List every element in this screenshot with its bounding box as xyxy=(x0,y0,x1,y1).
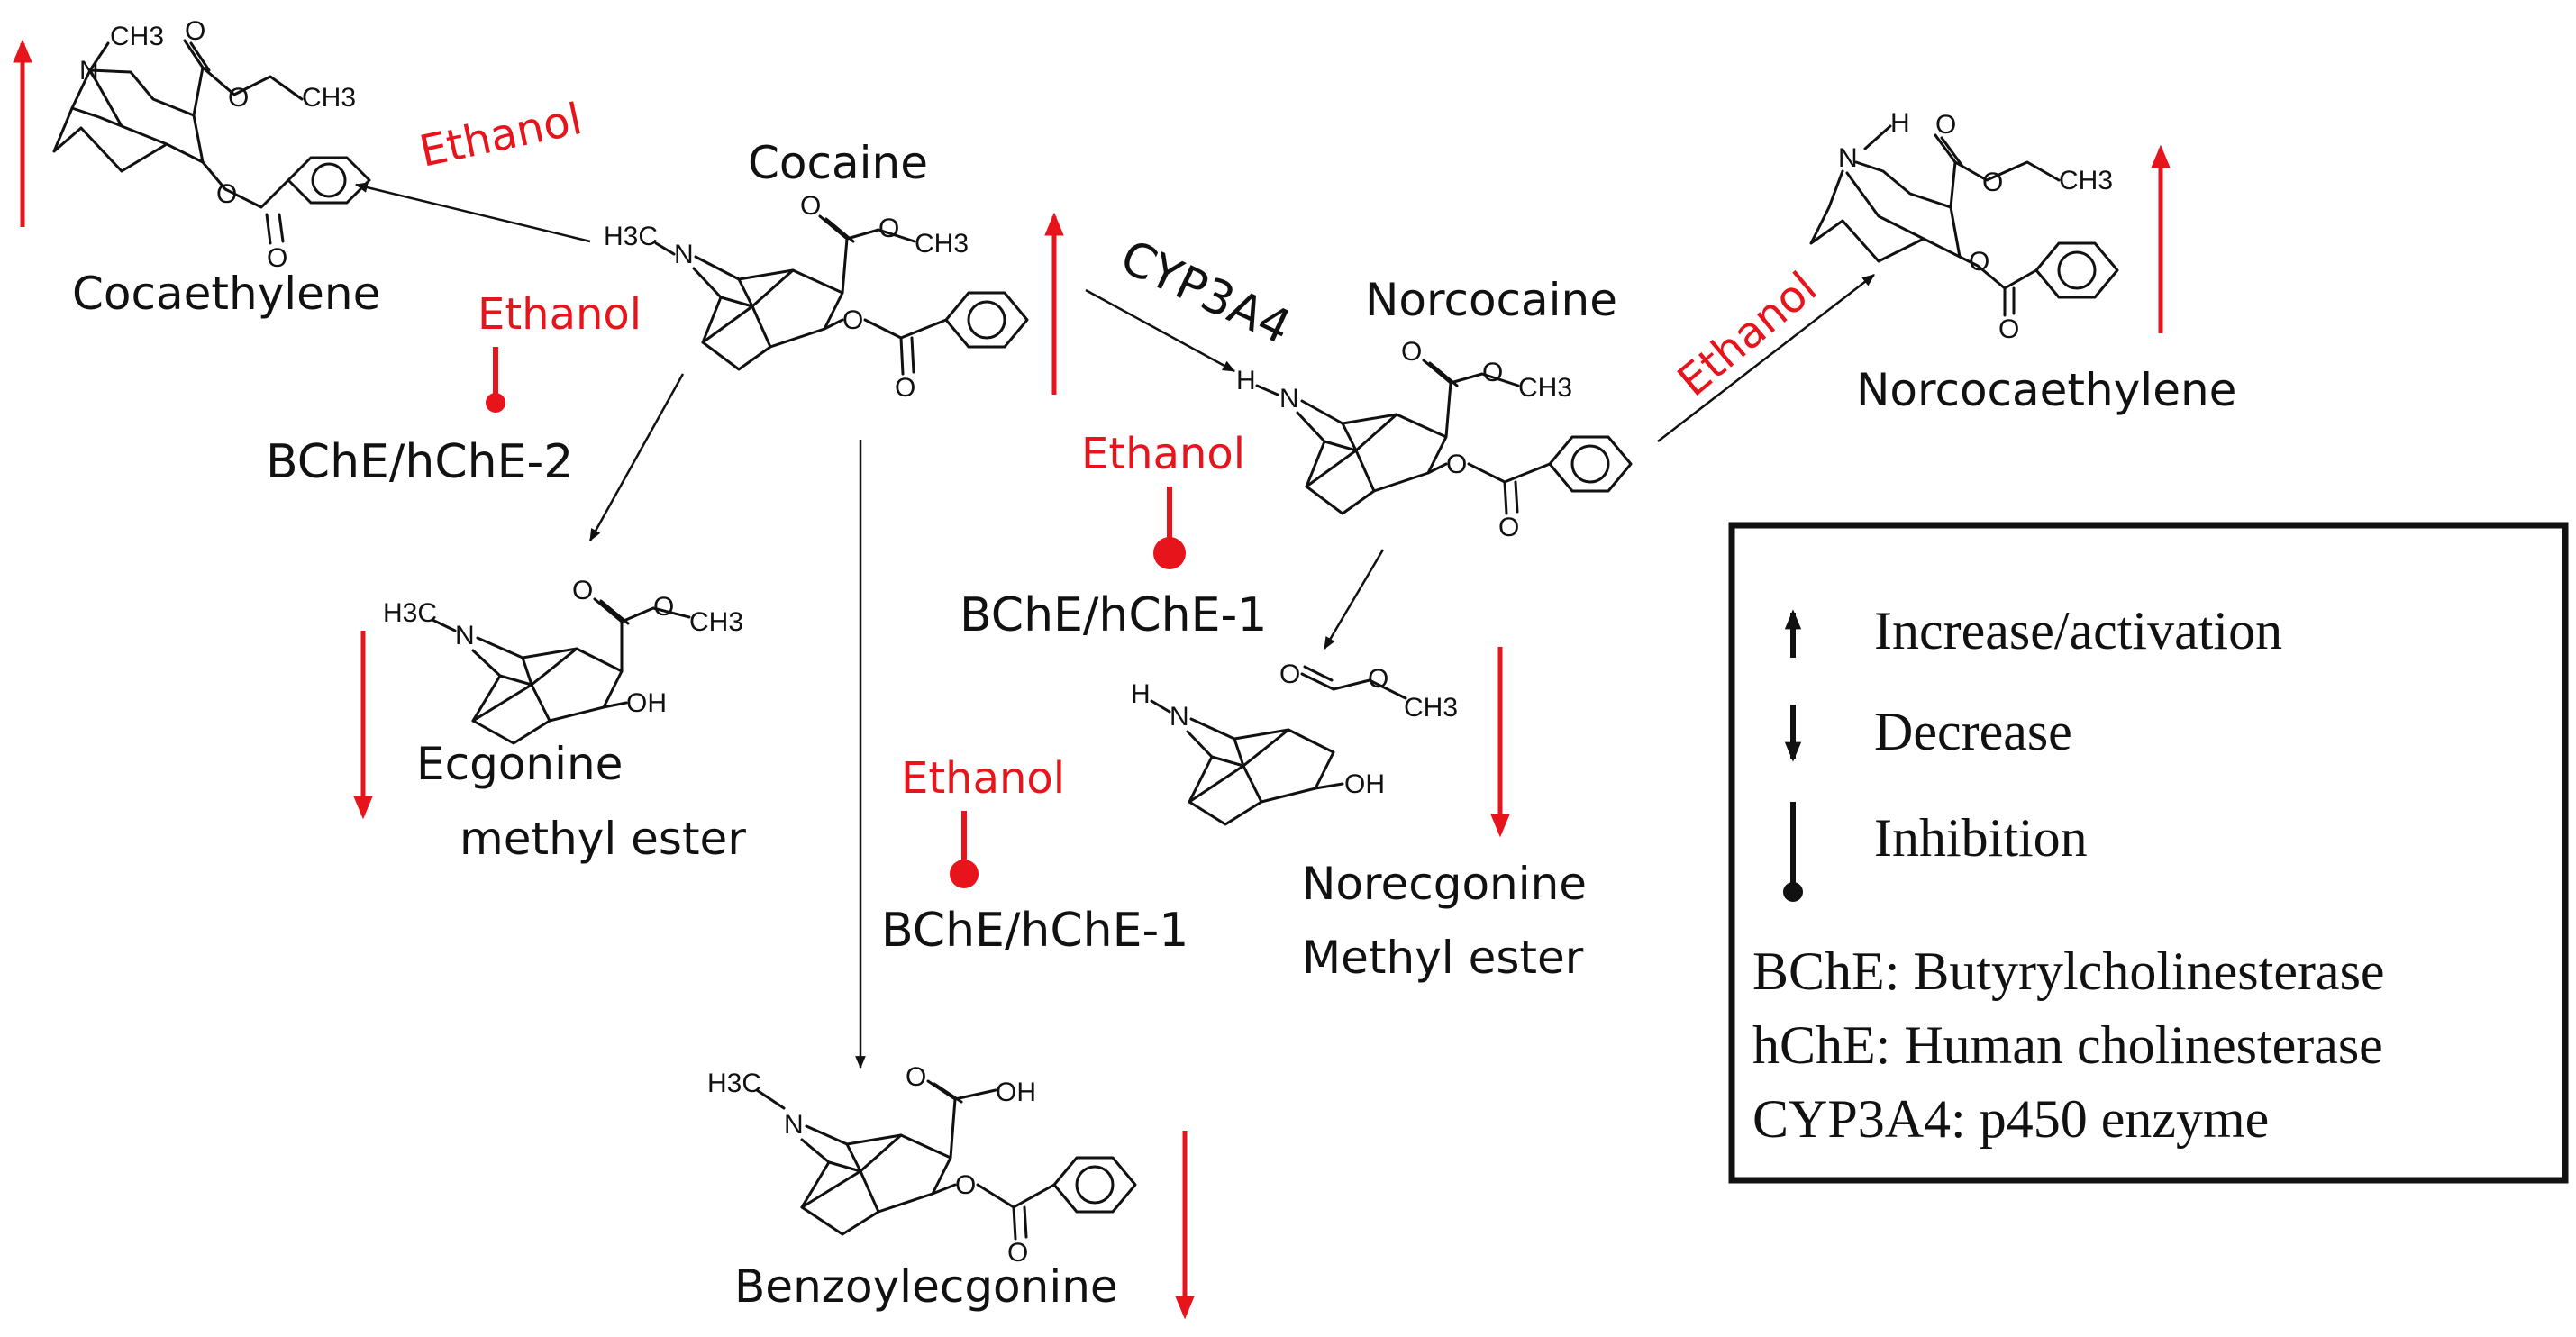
nitrogen-atom: N xyxy=(784,1110,804,1140)
carbonyl-oxygen: O xyxy=(185,16,205,46)
inhibition-marker-bche1-norcocaine xyxy=(1153,487,1186,569)
bche-hche1-label-norcocaine: BChE/hChE-1 xyxy=(960,588,1267,642)
methyl-group: CH3 xyxy=(110,22,164,51)
inhibition-legend-icon xyxy=(1783,802,1803,902)
methyl-group: CH3 xyxy=(689,607,743,637)
methyl-group: CH3 xyxy=(915,229,969,259)
ethanol-label-norcocaethylene: Ethanol xyxy=(1669,262,1827,406)
cocaine-to-cocaethylene-arrow xyxy=(354,182,591,243)
carbonyl-oxygen: O xyxy=(572,576,593,605)
norecgonine-methyl-ester-structure: H N OH O O CH3 xyxy=(1131,659,1458,826)
carbonyl-oxygen: O xyxy=(1998,314,2019,344)
ester-oxygen: O xyxy=(1982,168,2003,197)
legend-hche-definition: hChE: Human cholinesterase xyxy=(1752,1015,2383,1075)
nitrogen-atom: N xyxy=(674,240,694,269)
ester-oxygen: O xyxy=(955,1170,976,1200)
legend-decrease-text: Decrease xyxy=(1874,702,2072,761)
methyl-group: CH3 xyxy=(1518,373,1572,403)
carbonyl-oxygen: O xyxy=(1935,110,1956,140)
ester-oxygen: O xyxy=(842,305,863,335)
ester-oxygen: O xyxy=(878,214,899,243)
carbonyl-oxygen: O xyxy=(1401,337,1422,367)
inhibition-marker-bche2 xyxy=(486,347,505,413)
ecgonine-methyl-ester-structure: H3C N O O CH3 OH xyxy=(383,576,743,745)
carbonyl-oxygen: O xyxy=(895,373,915,403)
ester-oxygen: O xyxy=(1368,664,1388,694)
norcocaethylene-structure: H N O O CH3 O O xyxy=(1809,108,2119,344)
cocaine-label: Cocaine xyxy=(748,137,928,189)
methyl-group: CH3 xyxy=(302,83,356,113)
legend-increase-text: Increase/activation xyxy=(1874,601,2282,660)
norecgonine-label-line1: Norecgonine xyxy=(1302,858,1587,910)
benzoylecgonine-label: Benzoylecgonine xyxy=(734,1260,1118,1313)
carbonyl-oxygen: O xyxy=(800,191,821,221)
ecgonine-label-line2: methyl ester xyxy=(460,813,746,865)
hydroxyl-group: OH xyxy=(1344,769,1385,799)
cocaine-structure: H3C N O O CH3 O O xyxy=(604,191,1029,403)
bche-hche1-label-benzoyl: BChE/hChE-1 xyxy=(881,904,1188,958)
ester-oxygen: O xyxy=(216,179,237,209)
norcocaine-structure: H N O O CH3 O O xyxy=(1236,337,1633,542)
methyl-label: H3C xyxy=(383,598,437,628)
benzoylecgonine-structure: H3C N O OH O O xyxy=(707,1062,1137,1268)
bche-hche2-label: BChE/hChE-2 xyxy=(266,435,573,489)
cocaethylene-structure: N CH3 O O CH3 O O xyxy=(52,16,371,273)
hydrogen-atom: H xyxy=(1890,108,1910,138)
ester-oxygen: O xyxy=(1482,358,1503,387)
hydrogen-atom: H xyxy=(1236,366,1256,396)
ethanol-label-bche2: Ethanol xyxy=(478,289,642,340)
ester-oxygen: O xyxy=(228,83,249,113)
methyl-group: CH3 xyxy=(2059,166,2113,196)
ester-oxygen: O xyxy=(653,592,674,622)
ethanol-label-bche1-benzoyl: Ethanol xyxy=(901,753,1065,804)
carbonyl-oxygen: O xyxy=(1279,659,1300,689)
nitrogen-atom: N xyxy=(79,56,99,86)
carbonyl-oxygen: O xyxy=(1007,1238,1028,1268)
methyl-group: CH3 xyxy=(1404,693,1458,723)
cocaethylene-label: Cocaethylene xyxy=(72,268,380,320)
legend-box: Increase/activation Decrease Inhibition … xyxy=(1728,522,2569,1184)
nitrogen-atom: N xyxy=(1838,143,1858,173)
ethanol-label-bche1-norcocaine: Ethanol xyxy=(1081,429,1245,479)
cocaine-to-ecgonine-arrow xyxy=(588,373,685,542)
legend-cyp-definition: CYP3A4: p450 enzyme xyxy=(1752,1089,2269,1149)
norcocaine-label: Norcocaine xyxy=(1365,274,1617,326)
nitrogen-atom: N xyxy=(1170,702,1189,732)
cyp3a4-label: CYP3A4 xyxy=(1113,230,1299,355)
ethanol-label-cocaethylene: Ethanol xyxy=(415,94,587,177)
inhibition-marker-bche1-benzoyl xyxy=(950,811,979,888)
cocaine-to-norcocaine-arrow xyxy=(1085,288,1236,373)
carbonyl-oxygen: O xyxy=(267,243,287,273)
methyl-label: H3C xyxy=(707,1069,761,1098)
norcocaine-to-norcocaethylene-arrow xyxy=(1657,274,1875,442)
hydroxyl-group: OH xyxy=(626,688,667,718)
hydrogen-atom: H xyxy=(1131,679,1151,709)
legend-inhibition-text: Inhibition xyxy=(1874,808,2088,868)
norecgonine-label-line2: Methyl ester xyxy=(1302,932,1584,984)
ecgonine-label-line1: Ecgonine xyxy=(416,738,623,790)
ester-oxygen: O xyxy=(1969,247,1989,277)
ester-oxygen: O xyxy=(1446,450,1467,479)
legend-bche-definition: BChE: Butyrylcholinesterase xyxy=(1752,941,2385,1001)
carboxyl-hydroxyl: OH xyxy=(996,1078,1036,1107)
norcocaine-to-norecgonine-arrow xyxy=(1323,549,1385,650)
carbonyl-oxygen: O xyxy=(1498,513,1519,542)
methyl-label: H3C xyxy=(604,222,658,251)
nitrogen-atom: N xyxy=(1279,384,1299,414)
norcocaethylene-label: Norcocaethylene xyxy=(1856,364,2236,416)
carbonyl-oxygen: O xyxy=(906,1062,926,1092)
nitrogen-atom: N xyxy=(455,621,475,650)
